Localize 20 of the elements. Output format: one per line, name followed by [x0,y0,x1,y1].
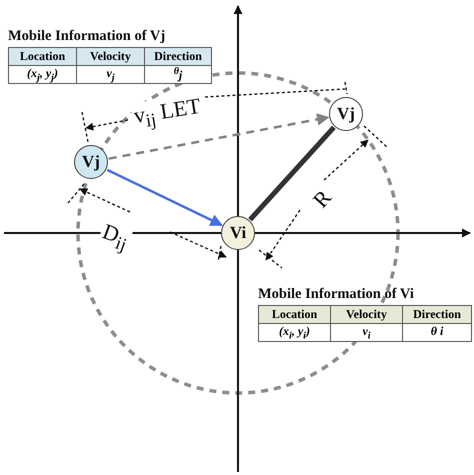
table-value: (x$_{j}$, y$_{j}$) [9,66,77,84]
column-header: Location [259,306,331,324]
table-title: Mobile Information of Vi [258,286,414,303]
column-header: Direction [145,48,211,66]
column-header: Velocity [331,306,403,324]
vehicle-node: Vj [74,145,108,179]
table-title: Mobile Information of Vj [8,28,166,45]
arrow [106,168,223,226]
table-value: v$_{j}$ [77,66,145,84]
table-value: $^{θ}$j [172,66,184,84]
table-value: (x$_{i}$, y$_{i}$) [259,324,331,342]
arrow [108,113,330,160]
table-value: θ i [430,324,444,340]
column-header: Velocity [77,48,145,66]
connector-line [248,126,336,222]
vehicle-node: Vj [329,97,363,131]
table-value: v$_{i}$ [331,324,403,342]
vehicle-node: Vi [221,216,255,250]
column-header: Direction [403,306,471,324]
column-header: Location [9,48,77,66]
